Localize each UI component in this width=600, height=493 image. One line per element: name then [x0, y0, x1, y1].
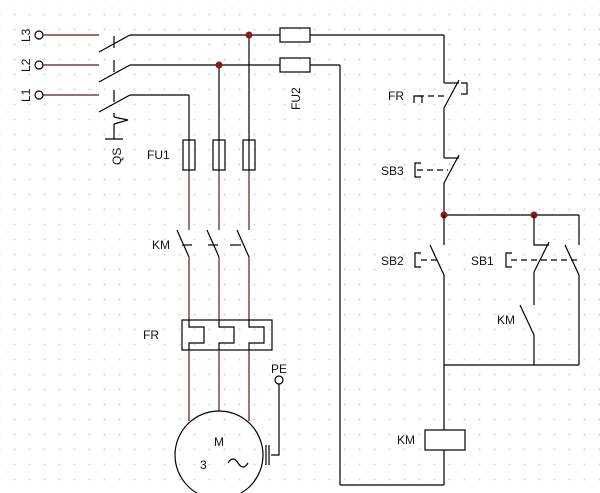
label-L3: L3: [19, 28, 33, 42]
label-KM-aux: KM: [497, 313, 515, 327]
label-motor-M: M: [214, 435, 224, 449]
km-aux-contact: KM: [444, 304, 579, 366]
junction-dot: [215, 61, 223, 69]
motor: M 3: [174, 410, 264, 493]
fr-nc-contact: FR: [388, 35, 468, 158]
label-L1: L1: [19, 88, 33, 102]
incoming-wires: [43, 34, 99, 96]
junctions: [215, 31, 579, 219]
terminal-L3: [34, 30, 44, 40]
fu1-fuses: FU1: [147, 139, 256, 171]
junction-dot: [245, 31, 253, 39]
label-FU1: FU1: [147, 148, 170, 162]
label-KM-main: KM: [152, 238, 170, 252]
km-main-contacts: KM: [152, 229, 250, 320]
sb1-compound-button: SB1: [471, 215, 580, 365]
terminal-L2: [34, 60, 44, 70]
line-terminals: L3 L2 L1: [19, 28, 44, 102]
label-motor-phases: 3: [200, 458, 207, 472]
ac-wave-icon: [227, 458, 249, 468]
label-FR-main: FR: [143, 328, 159, 342]
sb3-stop-button: SB3: [381, 154, 460, 215]
label-QS: QS: [110, 148, 124, 165]
label-SB2: SB2: [381, 254, 404, 268]
fr-thermal-relay: FR: [143, 319, 273, 421]
label-FR-ctrl: FR: [388, 89, 404, 103]
label-FU2: FU2: [289, 87, 303, 110]
km-coil: KM: [397, 429, 466, 451]
label-SB3: SB3: [381, 164, 404, 178]
label-KM-coil: KM: [397, 433, 415, 447]
qs-switch: QS: [98, 34, 249, 165]
label-SB1: SB1: [471, 254, 494, 268]
main-circuit-wires: [188, 35, 250, 230]
terminal-L1: [34, 90, 44, 100]
control-circuit-supply: FU2: [219, 27, 444, 486]
label-PE: PE: [271, 362, 287, 376]
pe-terminal: PE: [265, 362, 287, 465]
label-L2: L2: [19, 58, 33, 72]
